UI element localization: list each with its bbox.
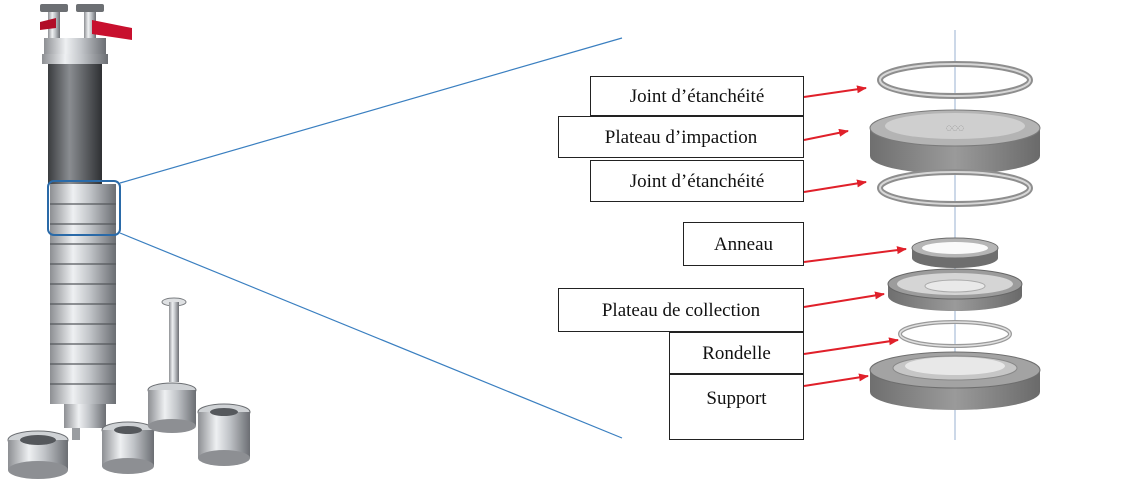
- zoom-line-bottom: [119, 232, 623, 439]
- stacked-stages: [50, 184, 116, 404]
- arrow-plateau-impaction: [803, 128, 849, 141]
- valve-handle-icon: [92, 20, 132, 40]
- loose-plug: [147, 297, 197, 433]
- arrow-support: [803, 373, 869, 387]
- highlight-box: [47, 180, 121, 236]
- ring: [911, 237, 999, 268]
- arrow-anneau: [803, 246, 907, 263]
- support-base: [869, 351, 1041, 410]
- washer: [898, 320, 1012, 348]
- exploded-view: ◌◌◌: [803, 30, 1041, 440]
- label-joint-top: Joint d’étanchéité: [590, 76, 804, 116]
- arrow-joint-top: [803, 85, 867, 98]
- seal-ring-bottom: [877, 169, 1033, 207]
- zoom-line-top: [119, 37, 623, 184]
- label-plateau-impaction: Plateau d’impaction: [558, 116, 804, 158]
- label-plateau-collection: Plateau de collection: [558, 288, 804, 332]
- loose-stage-2: [101, 421, 155, 474]
- collection-plate: [887, 268, 1023, 311]
- label-rondelle: Rondelle: [669, 332, 804, 374]
- loose-stage-1: [7, 430, 69, 479]
- arrow-rondelle: [803, 337, 899, 355]
- label-anneau: Anneau: [683, 222, 804, 266]
- loose-stage-3: [197, 403, 251, 466]
- arrow-joint-bottom: [803, 179, 867, 193]
- label-joint-bottom: Joint d’étanchéité: [590, 160, 804, 202]
- seal-ring-top: [877, 61, 1033, 99]
- impaction-plate: ◌◌◌: [869, 109, 1041, 174]
- arrows: [803, 85, 907, 387]
- arrow-plateau-collection: [803, 291, 885, 308]
- svg-text:◌◌◌: ◌◌◌: [946, 124, 964, 132]
- impactor-device: [7, 4, 251, 479]
- label-support: Support: [669, 374, 804, 440]
